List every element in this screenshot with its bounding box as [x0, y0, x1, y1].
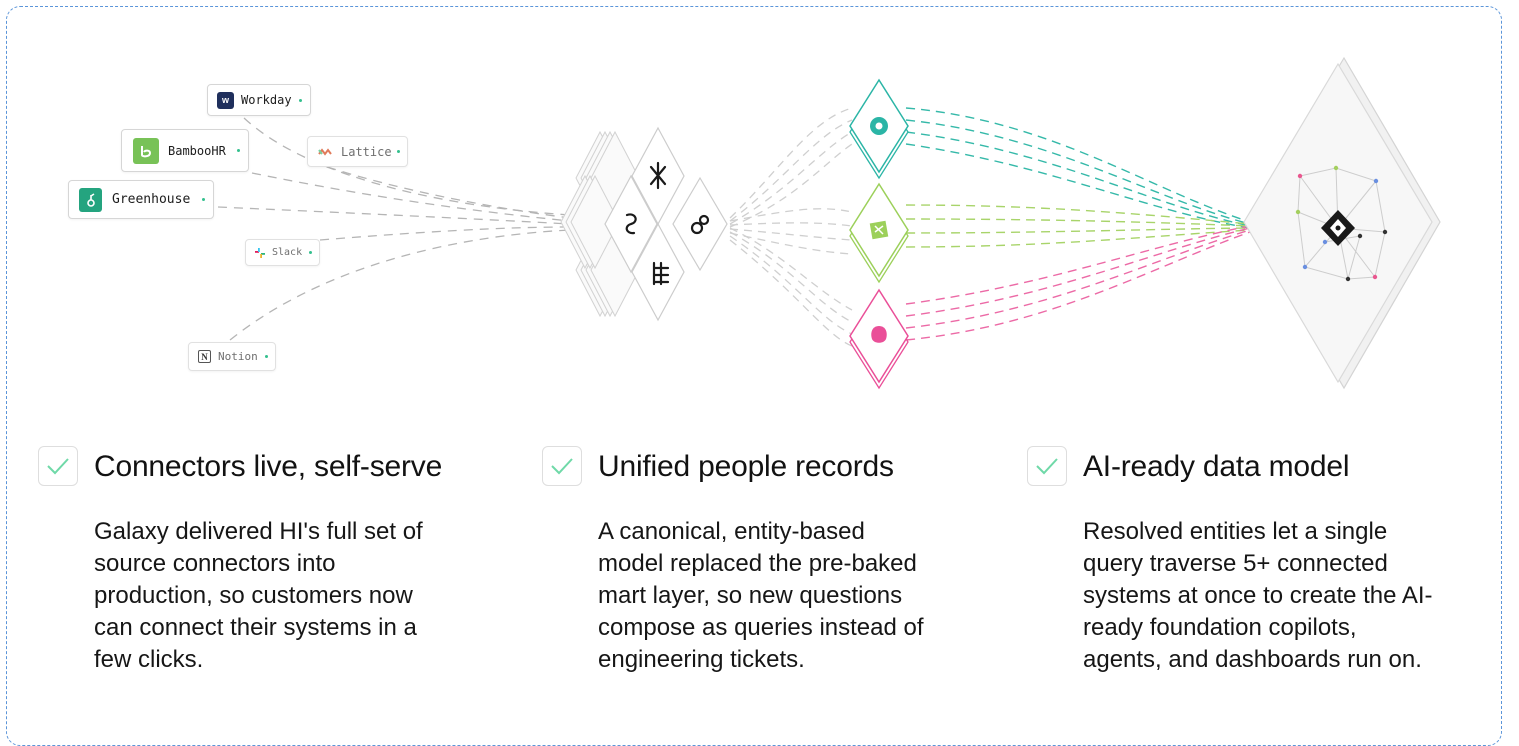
- source-label: Greenhouse: [112, 192, 191, 207]
- source-chip-bamboohr: BambooHR: [121, 129, 249, 172]
- feature-title: AI-ready data model: [1083, 450, 1350, 483]
- check-icon: [542, 446, 582, 486]
- source-label: Workday: [241, 93, 292, 107]
- feature-title: Unified people records: [598, 450, 894, 483]
- status-dot: [202, 198, 205, 201]
- ai-data-model: [1243, 56, 1441, 390]
- source-chip-notion: N Notion: [188, 342, 276, 371]
- integration-hub: [560, 126, 728, 322]
- feature-description: Galaxy delivered HI's full set of source…: [94, 518, 423, 673]
- bamboohr-logo-icon: [133, 137, 159, 164]
- data-flow-diagram: [217, 56, 1441, 390]
- check-icon: [38, 446, 78, 486]
- source-connection-lines: [217, 117, 571, 341]
- greenhouse-logo-icon: [79, 187, 102, 212]
- source-chip-lattice: Lattice: [307, 136, 408, 167]
- status-dot: [299, 98, 302, 102]
- status-dot: [265, 355, 268, 358]
- pink-entity-lines: [905, 225, 1251, 341]
- hub-tool-icons: [625, 161, 710, 286]
- feature-description: Resolved entities let a single query tra…: [1083, 518, 1433, 673]
- source-chip-greenhouse: Greenhouse: [68, 180, 214, 219]
- hub-entity-lines: [729, 107, 853, 347]
- check-icon: [1027, 446, 1067, 486]
- feature-description: A canonical, entity-based model replaced…: [598, 518, 924, 673]
- graph-nodes: [1295, 165, 1388, 282]
- entity-pink: [849, 288, 909, 390]
- status-dot: [309, 251, 312, 254]
- source-chip-slack: Slack: [245, 239, 320, 266]
- green-entity-lines: [905, 204, 1251, 248]
- status-dot: [397, 150, 400, 153]
- teal-entity-lines: [905, 107, 1251, 229]
- entity-green: [849, 182, 909, 284]
- workday-logo-icon: w: [217, 91, 234, 109]
- slack-logo-icon: [254, 247, 266, 259]
- entity-teal: [849, 78, 909, 180]
- lattice-logo-icon: [317, 146, 333, 158]
- source-label: Notion: [218, 350, 258, 363]
- source-label: Lattice: [341, 144, 392, 159]
- feature-title: Connectors live, self-serve: [94, 450, 443, 483]
- source-chip-workday: w Workday: [207, 84, 311, 116]
- notion-logo-icon: N: [198, 350, 211, 363]
- source-label: BambooHR: [168, 143, 226, 158]
- status-dot: [237, 149, 240, 152]
- galaxy-logo-icon: [1321, 210, 1355, 246]
- source-label: Slack: [272, 247, 303, 258]
